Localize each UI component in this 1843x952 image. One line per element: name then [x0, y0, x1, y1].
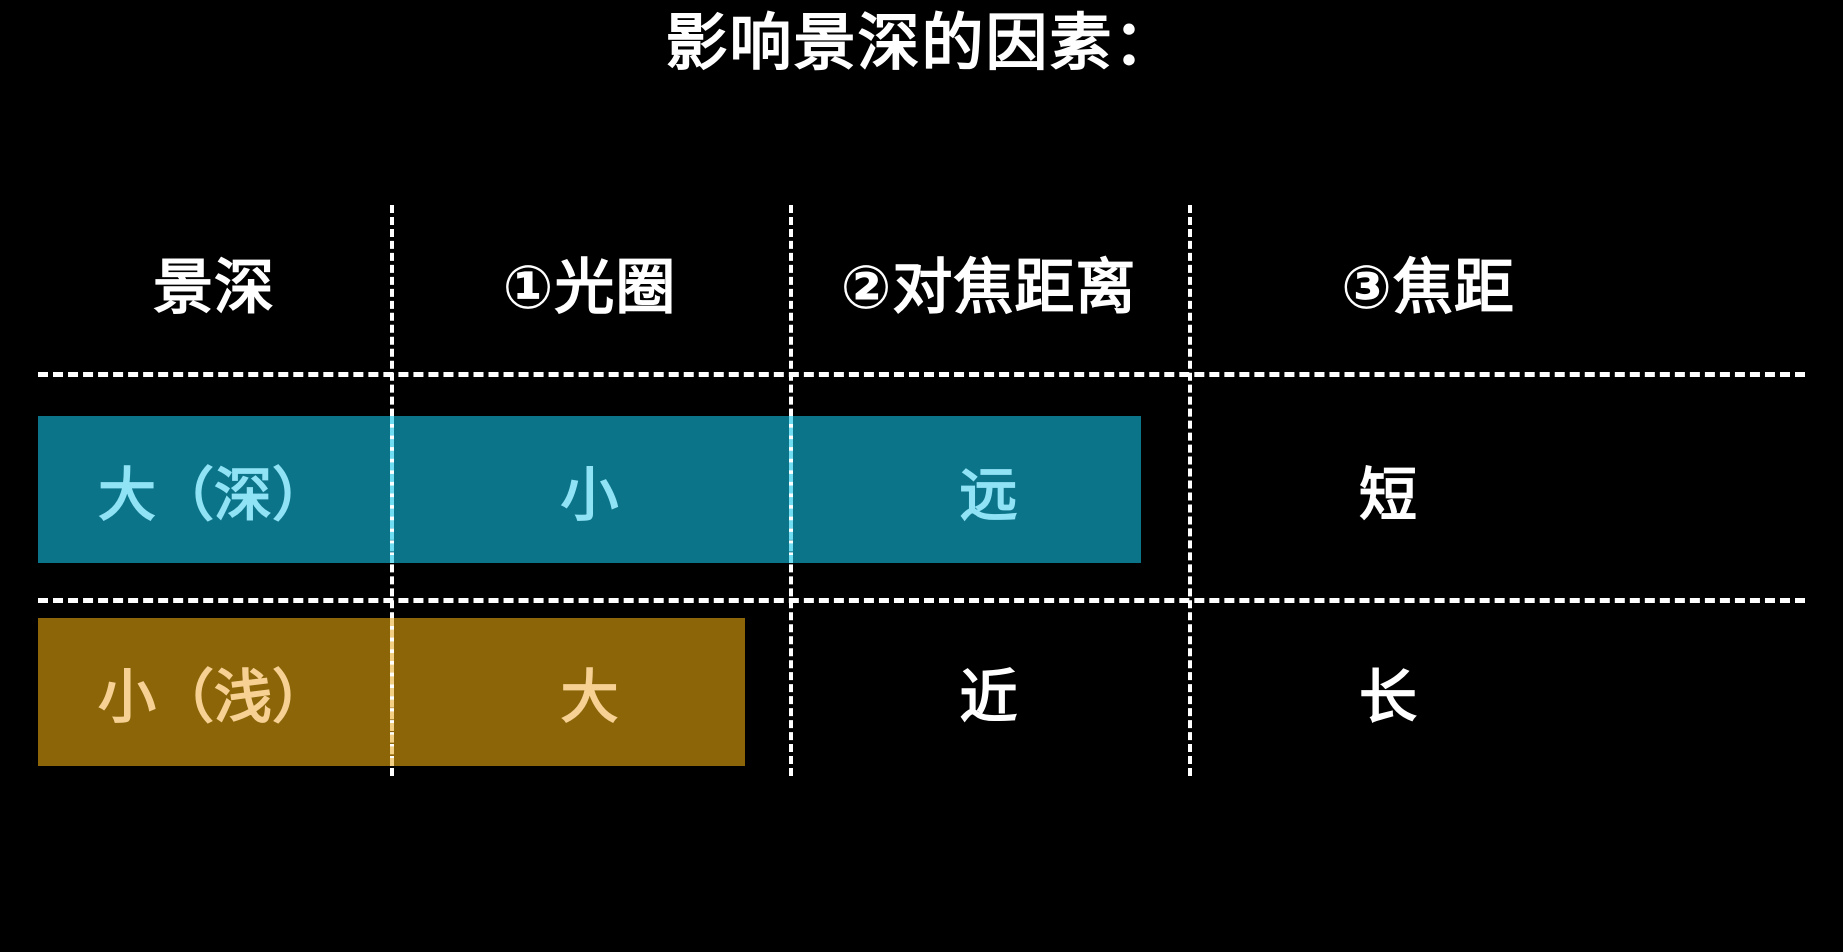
column-divider-3	[1188, 205, 1192, 776]
column-header-focus-distance: ②对焦距离	[840, 253, 1137, 321]
table-cell-r2c0: 小（浅）	[97, 665, 330, 730]
header-row-divider	[38, 372, 1805, 377]
column-divider-1-gold-segment	[390, 618, 394, 766]
column-header-depth-of-field: 景深	[153, 253, 275, 321]
table-cell-r2c1: 大	[560, 665, 619, 730]
table-cell-r2c2: 近	[959, 665, 1018, 730]
column-divider-2-teal-segment	[789, 416, 793, 563]
table-cell-r1c1: 小	[560, 463, 619, 528]
table-cell-r1c2: 远	[959, 463, 1018, 528]
table-cell-r2c3: 长	[1358, 665, 1417, 730]
data-row-divider	[38, 598, 1805, 603]
row-highlight-band-large-dof	[38, 416, 1141, 563]
column-header-aperture: ①光圈	[502, 253, 677, 321]
column-header-focal-length: ③焦距	[1341, 253, 1515, 321]
page-title: 影响景深的因素：	[665, 9, 1178, 78]
table-cell-r1c0: 大（深）	[97, 463, 330, 528]
table-cell-r1c3: 短	[1358, 463, 1417, 528]
column-divider-1-teal-segment	[390, 416, 394, 563]
